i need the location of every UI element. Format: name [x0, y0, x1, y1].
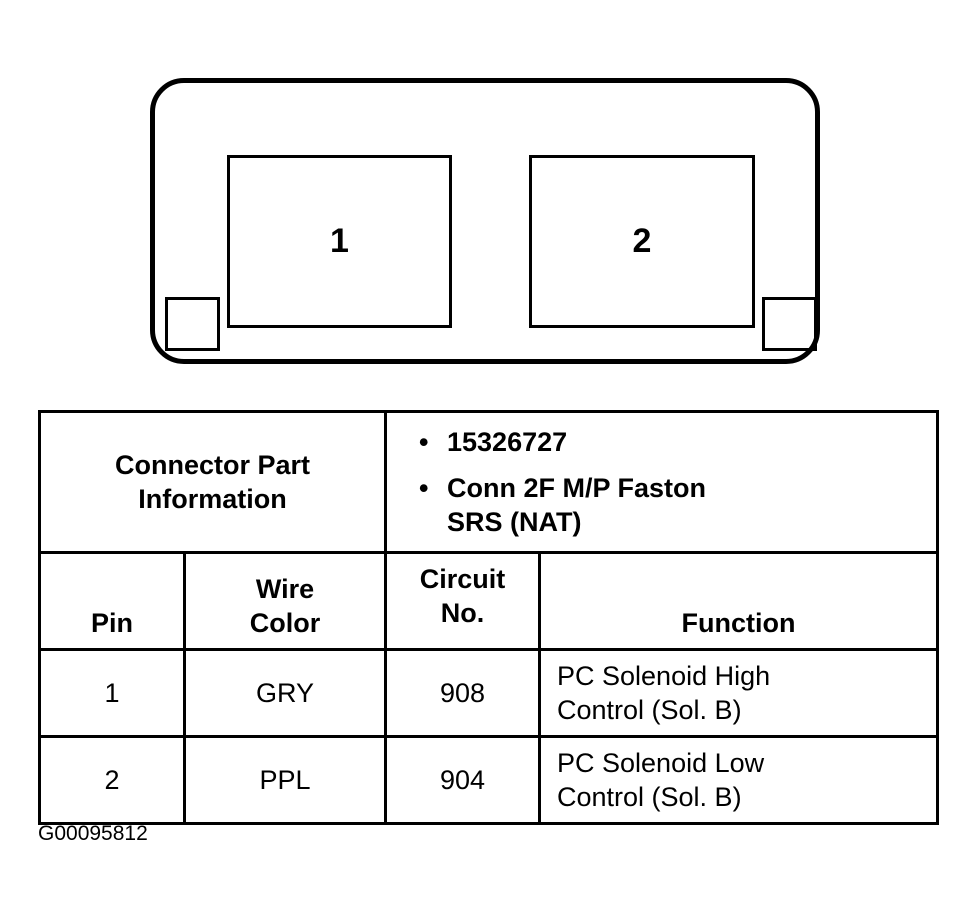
cavity-2-label: 2 — [632, 222, 652, 260]
header-function: Function — [537, 551, 940, 651]
part-description: Conn 2F M/P Faston — [419, 471, 936, 505]
part-info-row: Connector Part Information 15326727 Conn… — [38, 410, 940, 554]
part-info-values: 15326727 Conn 2F M/P Faston SRS (NAT) — [383, 410, 940, 554]
cavity-2: 2 — [529, 155, 755, 328]
part-info-label: Connector Part Information — [38, 410, 387, 554]
circuit-cell: 904 — [384, 735, 541, 825]
pin-cell: 2 — [38, 735, 186, 825]
function-cell: PC Solenoid High Control (Sol. B) — [537, 648, 940, 738]
part-info-label-line1: Connector Part — [114, 450, 311, 480]
table-row: 1 GRY 908 PC Solenoid High Control (Sol.… — [38, 648, 940, 738]
header-row: Pin Wire Color Circuit No. Function — [38, 551, 940, 651]
connector-key-right — [762, 297, 817, 351]
pinout-table: Connector Part Information 15326727 Conn… — [38, 410, 940, 825]
wire-color-cell: PPL — [183, 735, 387, 825]
header-wire-color: Wire Color — [183, 551, 387, 651]
function-cell: PC Solenoid Low Control (Sol. B) — [537, 735, 940, 825]
cavity-1-label: 1 — [330, 222, 349, 260]
part-number: 15326727 — [419, 425, 936, 459]
table-row: 2 PPL 904 PC Solenoid Low Control (Sol. … — [38, 735, 940, 825]
part-description-line2: SRS (NAT) — [447, 507, 582, 537]
figure-id: G00095812 — [38, 822, 148, 845]
circuit-cell: 908 — [384, 648, 541, 738]
part-info-label-line2: Information — [138, 484, 287, 514]
connector-key-left — [165, 297, 220, 351]
connector-face: 1 2 — [150, 78, 820, 364]
pin-cell: 1 — [38, 648, 186, 738]
wire-color-cell: GRY — [183, 648, 387, 738]
header-pin: Pin — [38, 551, 186, 651]
cavity-1: 1 — [227, 155, 452, 328]
header-circuit: Circuit No. — [384, 551, 541, 651]
